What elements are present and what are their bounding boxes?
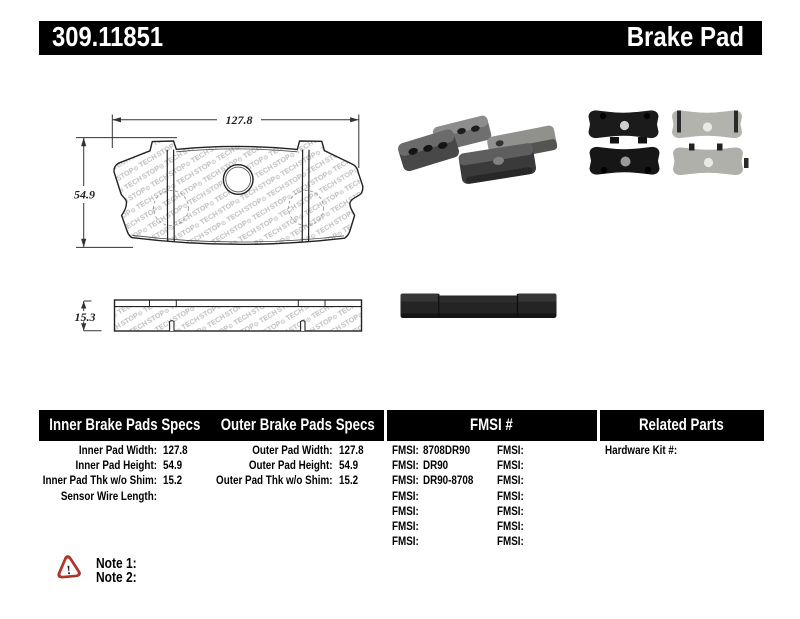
svg-text:!: ! bbox=[66, 563, 71, 577]
svg-text:54.9: 54.9 bbox=[74, 188, 95, 202]
svg-text:15.3: 15.3 bbox=[75, 310, 96, 324]
svg-text:127.8: 127.8 bbox=[226, 113, 253, 127]
